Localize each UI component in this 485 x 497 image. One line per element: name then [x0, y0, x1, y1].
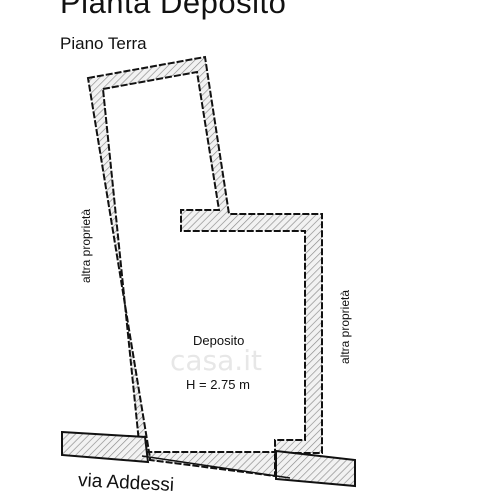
adjacent-property-right: altra proprietà	[338, 289, 352, 365]
wall-fragment-left	[61, 430, 150, 464]
room-height: H = 2.75 m	[186, 377, 250, 392]
adjacent-property-left: altra proprietà	[79, 208, 93, 284]
wall-outline	[86, 55, 323, 478]
room-name: Deposito	[193, 333, 245, 348]
floor-label: Piano Terra	[60, 34, 147, 53]
watermark-logo: casa.it	[170, 344, 262, 377]
street-line	[141, 455, 291, 479]
plan-title: Pianta Deposito	[60, 0, 287, 20]
wall-fragment-right	[275, 449, 356, 488]
